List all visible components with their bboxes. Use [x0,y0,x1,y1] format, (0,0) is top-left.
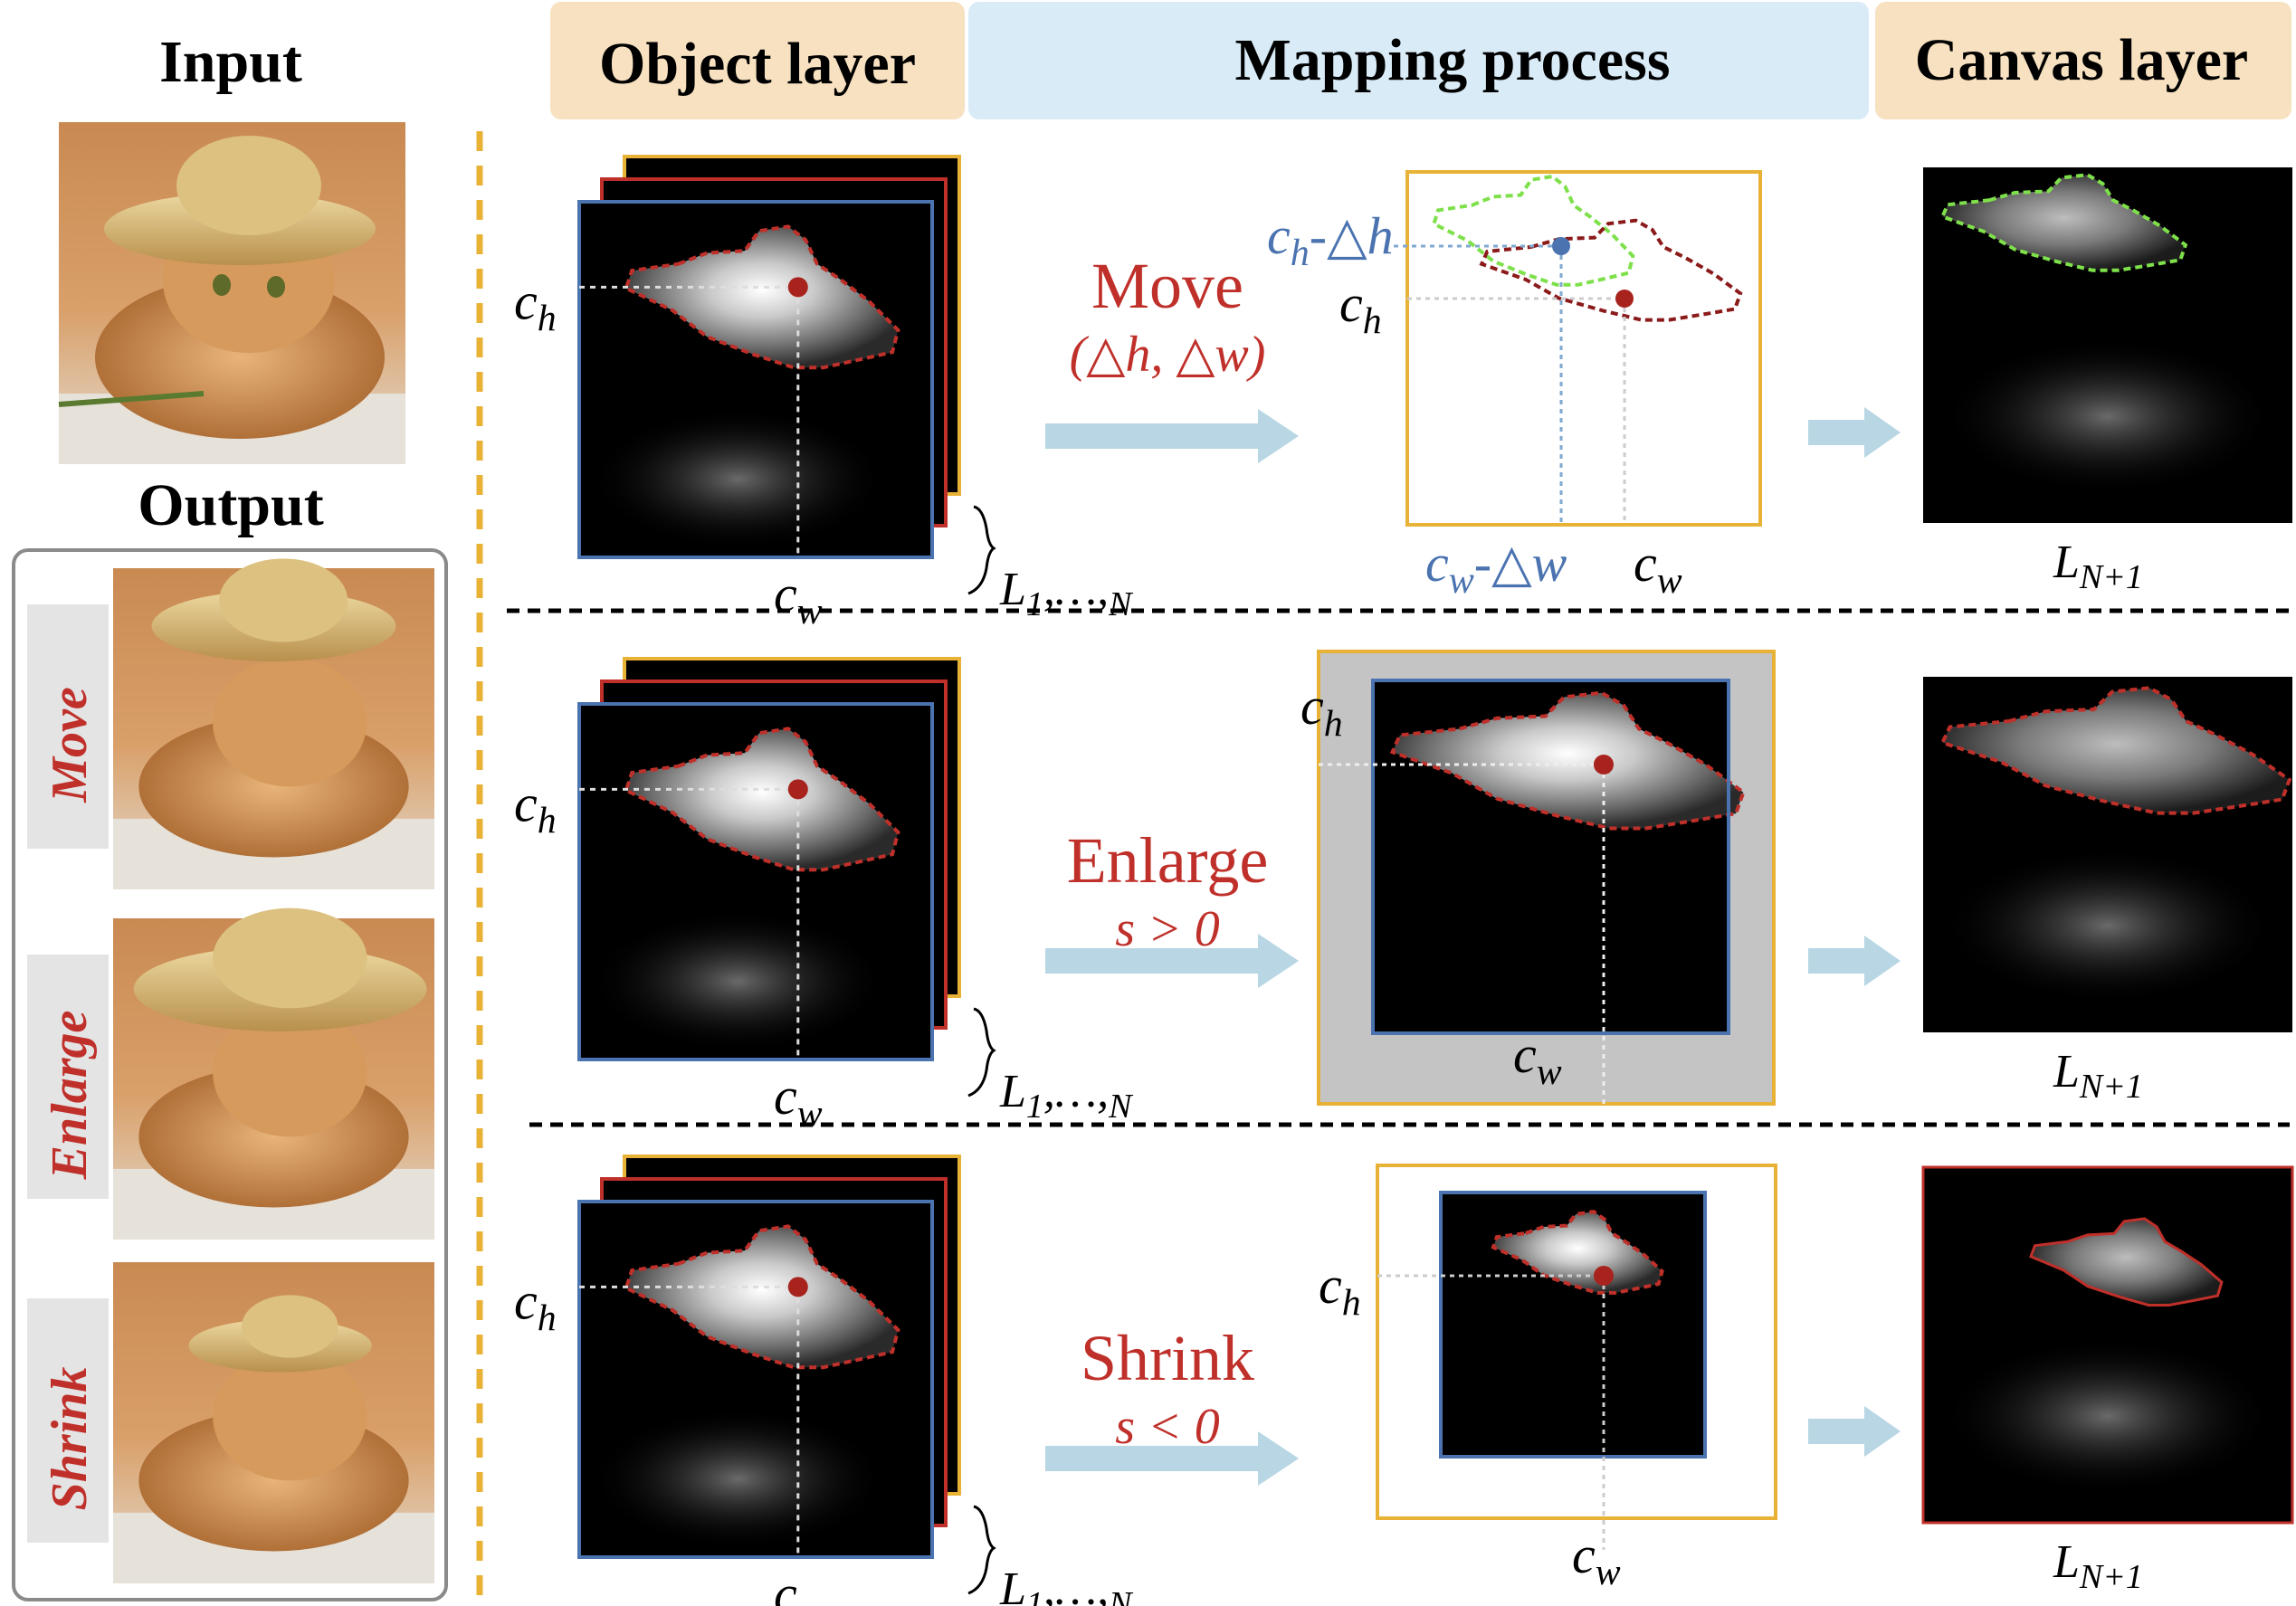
canvas-layer-header: Canvas layer [1915,27,2248,93]
ch-minus-dh-label: ch-△h [1267,206,1394,274]
enlarged-hat-outline [1389,690,1746,831]
operation-param: s > 0 [1115,901,1220,957]
output-label-shrink: Shrink [42,1367,98,1511]
mapping-arrow [1045,934,1299,988]
canvas-arrow [1808,936,1901,986]
object-layer-header: Object layer [599,31,916,97]
shrunk-layer-border [1439,1191,1707,1459]
center-point [787,779,808,800]
object-hat-outline [624,1224,900,1370]
mapping-header-box [968,2,1869,119]
output-label-enlarge: Enlarge [42,1011,98,1181]
operation-label: Shrink [1081,1322,1254,1394]
center-point [787,277,808,298]
cw-label: cw [1513,1025,1562,1093]
object-hat-outline [624,727,900,872]
center-point [1594,1266,1614,1286]
layers-brace [967,1007,996,1098]
object-hat-outline [624,224,900,370]
object-layer-header-box [550,2,965,119]
canvas-hat-outline [1939,686,2292,815]
cw-label: cw [774,1067,823,1135]
layers-label: L1,…,N [999,1066,1134,1126]
shrunk-hat [1492,1212,1662,1293]
mapping-canvas [1405,170,1762,527]
canvas-layer-label: LN+1 [2053,1536,2143,1596]
ch-label: ch [514,774,557,841]
ch-label: ch [1300,677,1343,745]
canvas-layer-output [1923,167,2292,523]
output-image-move [113,558,434,889]
canvas-layer-output [1923,677,2292,1032]
layers-label: L1,…,N [999,564,1134,623]
mapping-arrow [1045,1431,1299,1486]
layers-brace [967,1505,996,1595]
ch-label: ch [514,1271,557,1339]
output-title: Output [138,472,323,538]
cw-minus-dw-label: cw-△w [1425,534,1567,602]
canvas-layer-output [1921,1165,2294,1525]
output-panel [12,548,448,1601]
center-point [1594,755,1614,774]
canvas-layer-label: LN+1 [2053,537,2143,596]
output-example-shrink: Shrink [27,1262,434,1583]
output-example-enlarge: Enlarge [27,908,434,1240]
enlarged-layer-border [1371,679,1730,1035]
original-center-point [1615,290,1634,308]
moved-hat-outline [1431,174,1635,287]
enlarged-hat [1392,692,1744,829]
object-layer-front [577,1200,934,1559]
moved-center-point [1552,237,1570,255]
operation-param: (△h, △w) [1070,327,1266,383]
ch-label: ch [1319,1256,1361,1324]
output-example-move: Move [27,558,434,889]
output-image-enlarge [113,908,434,1240]
canvas-layer-label: LN+1 [2053,1046,2143,1106]
ch-label: ch [514,271,557,339]
cw-label: cw [1572,1525,1621,1593]
ch-label: ch [1339,274,1382,342]
mapping-arrow [1045,409,1299,463]
object-layer-front [577,702,934,1061]
input-title: Input [159,29,302,95]
canvas-hat-outline [2029,1217,2224,1307]
mapping-header: Mapping process [1234,27,1670,93]
operation-param: s < 0 [1115,1399,1220,1455]
output-label-move: Move [42,687,98,803]
canvas-layer-header-box [1875,2,2291,119]
cw-label: cw [1634,534,1682,602]
original-hat-outline [1479,218,1743,322]
layers-label: L1,…,N [999,1563,1134,1606]
center-point [787,1277,808,1297]
cw-label: cw [774,565,823,632]
operation-label: Move [1091,250,1243,322]
input-image [58,122,405,464]
canvas-hat-outline [1939,173,2188,272]
shrunk-hat-outline [1491,1210,1664,1295]
canvas-arrow [1808,1406,1901,1457]
output-image-shrink [113,1262,434,1583]
object-layer-front [577,200,934,559]
layers-brace [967,505,996,595]
canvas-arrow [1808,407,1901,458]
operation-label: Enlarge [1067,824,1269,897]
cw-label: cw [774,1564,823,1606]
